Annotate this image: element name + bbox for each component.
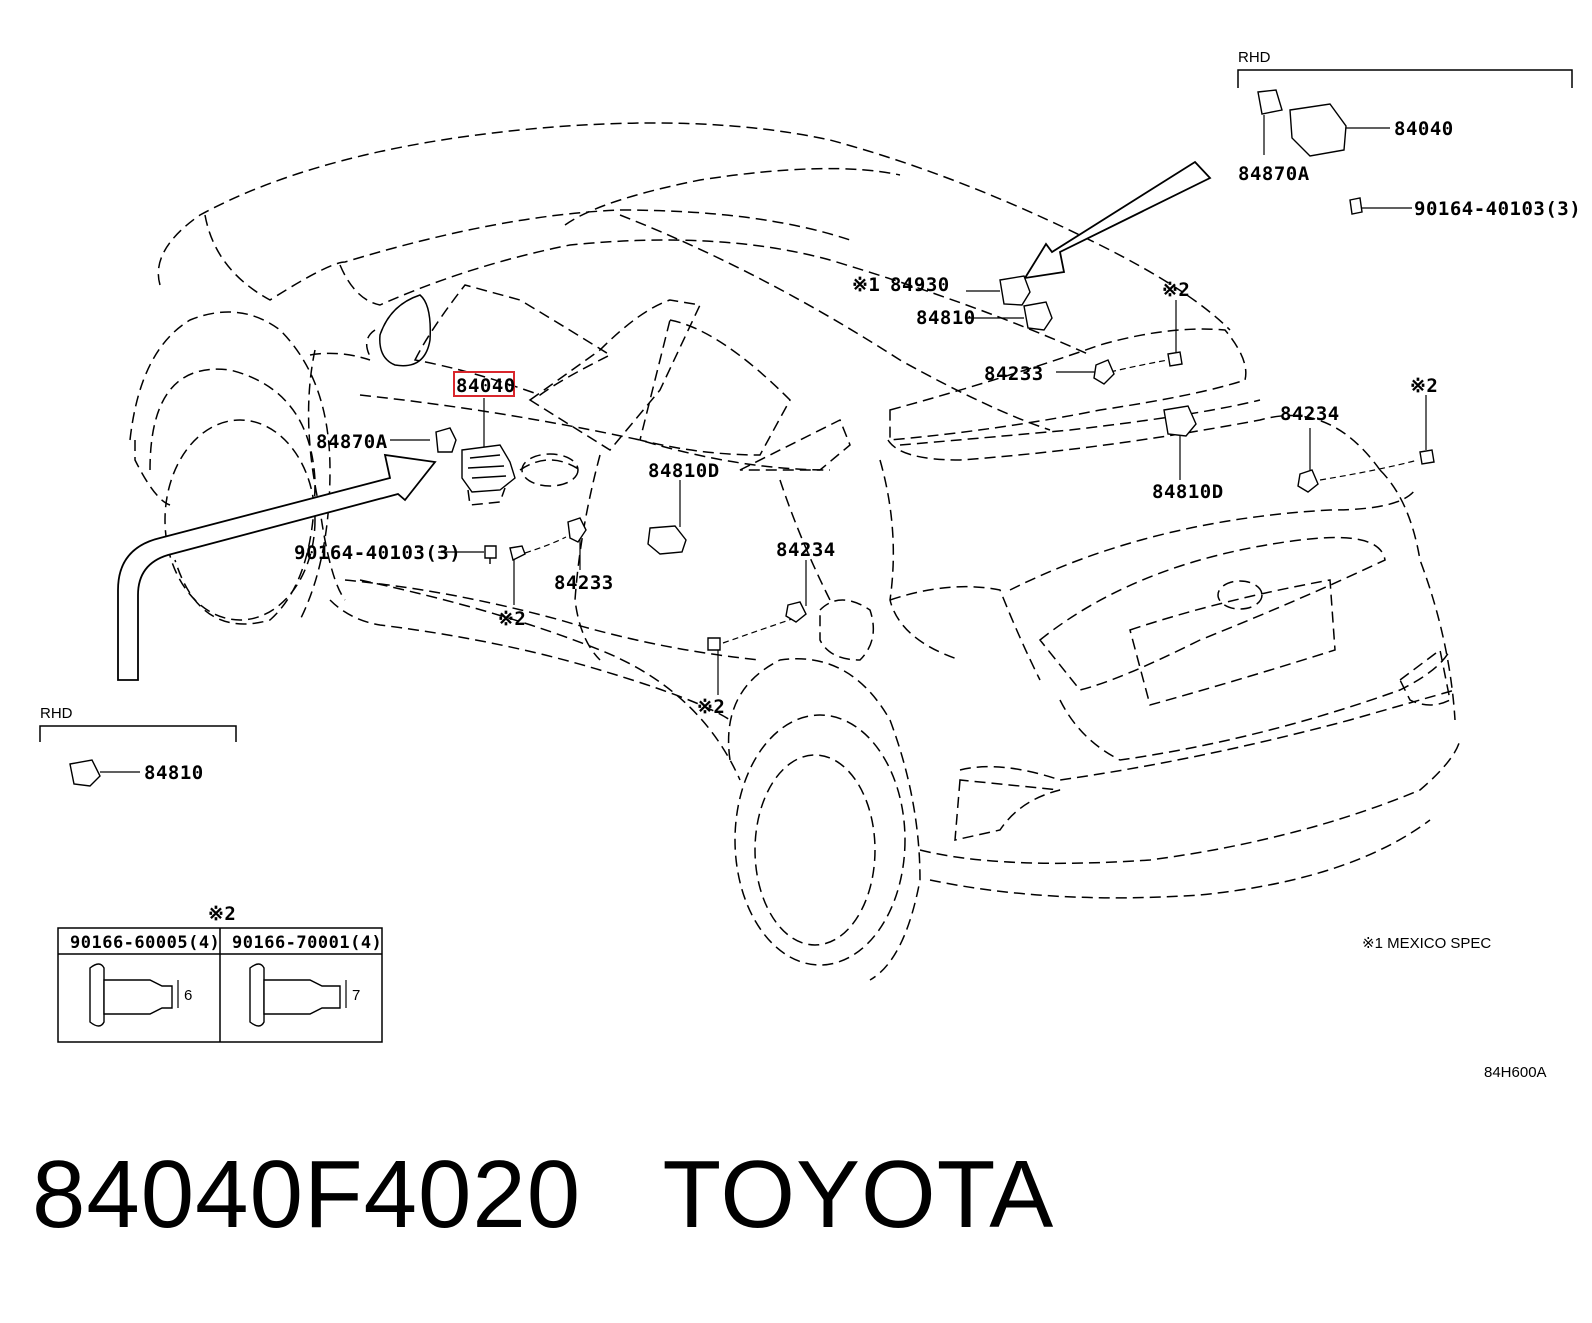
part-glyphs (69, 89, 1435, 787)
callout-84930: 84930 (890, 274, 950, 296)
lock-switch-84870a-icon (435, 427, 457, 453)
clip-screw-left-icon (509, 545, 526, 562)
part-84930-icon (999, 275, 1031, 306)
screw-right-icon (1419, 449, 1435, 465)
rhd-bracket-top (1237, 69, 1573, 88)
caption-part-number: 84040F4020 (32, 1141, 582, 1248)
callout-84234-center: 84234 (776, 539, 836, 561)
rhd-lock-84870a-icon (1257, 89, 1283, 115)
fastener-table-note: ※2 (208, 903, 236, 925)
callout-84233-left: 84233 (554, 572, 614, 594)
clip-84233-left-icon (567, 517, 587, 543)
clip-84234-right-icon (1297, 469, 1319, 493)
rhd-top-84870a: 84870A (1238, 163, 1310, 185)
callout-90164-left: 90164-40103(3) (294, 542, 461, 564)
diagram-code: 84H600A (1484, 1064, 1547, 1081)
caption-brand: TOYOTA (662, 1141, 1055, 1248)
callout-84234-right: 84234 (1280, 403, 1340, 425)
rhd-bottom-label: RHD (40, 705, 73, 722)
rhd-top-label: RHD (1238, 49, 1271, 66)
part-84810-top-icon (1023, 301, 1053, 331)
rhd-bracket-bottom (39, 725, 237, 742)
leader-lines (100, 115, 1427, 773)
fastener-col2-dim: 7 (352, 987, 360, 1004)
footnote-mexico-spec: ※1 MEXICO SPEC (1362, 935, 1491, 952)
callout-84810d-center: 84810D (648, 460, 720, 482)
highlight-box (453, 371, 515, 397)
fastener-col1-header: 90166-60005(4) (70, 933, 220, 953)
clip-70001-icon (249, 963, 347, 1027)
callout-note2-top: ※2 (1162, 279, 1190, 301)
car-body-outline (129, 122, 1461, 981)
screw-left-icon (484, 545, 497, 564)
window-switch-84040-icon (461, 444, 516, 506)
rhd-top-90164: 90164-40103(3) (1414, 198, 1581, 220)
indicator-arrow-left (117, 453, 437, 681)
clip-60005-icon (89, 963, 179, 1027)
callout-84233-right: 84233 (984, 363, 1044, 385)
switch-84810d-center-icon (647, 525, 687, 555)
callout-note1: ※1 (852, 274, 880, 296)
switch-84810d-right-icon (1163, 405, 1197, 437)
fastener-col2-header: 90166-70001(4) (232, 933, 382, 953)
fastener-col1-dim: 6 (184, 987, 192, 1004)
rhd-top-84040: 84040 (1394, 118, 1454, 140)
rhd-screw-icon (1349, 197, 1363, 215)
rhd-part-84810-icon (69, 759, 101, 787)
clip-84233-right-icon (1093, 359, 1115, 385)
callout-84870a: 84870A (316, 431, 388, 453)
callout-note2-left: ※2 (498, 608, 526, 630)
callout-84810-top: 84810 (916, 307, 976, 329)
screw-top-icon (1167, 351, 1183, 367)
callout-84810d-right: 84810D (1152, 481, 1224, 503)
rhd-switch-84040-icon (1289, 103, 1347, 157)
indicator-arrow-right (1023, 160, 1212, 280)
rhd-bottom-84810: 84810 (144, 762, 204, 784)
caption: 84040F4020 TOYOTA (32, 1140, 1054, 1250)
screw-center-icon (707, 637, 721, 651)
callout-84040: 84040 (456, 375, 516, 397)
clip-84234-center-icon (785, 601, 807, 623)
callout-note2-center: ※2 (697, 696, 725, 718)
fastener-table: ※2 90166-60005(4) 90166-70001(4) 6 7 (57, 903, 383, 1043)
callout-note2-right: ※2 (1410, 375, 1438, 397)
